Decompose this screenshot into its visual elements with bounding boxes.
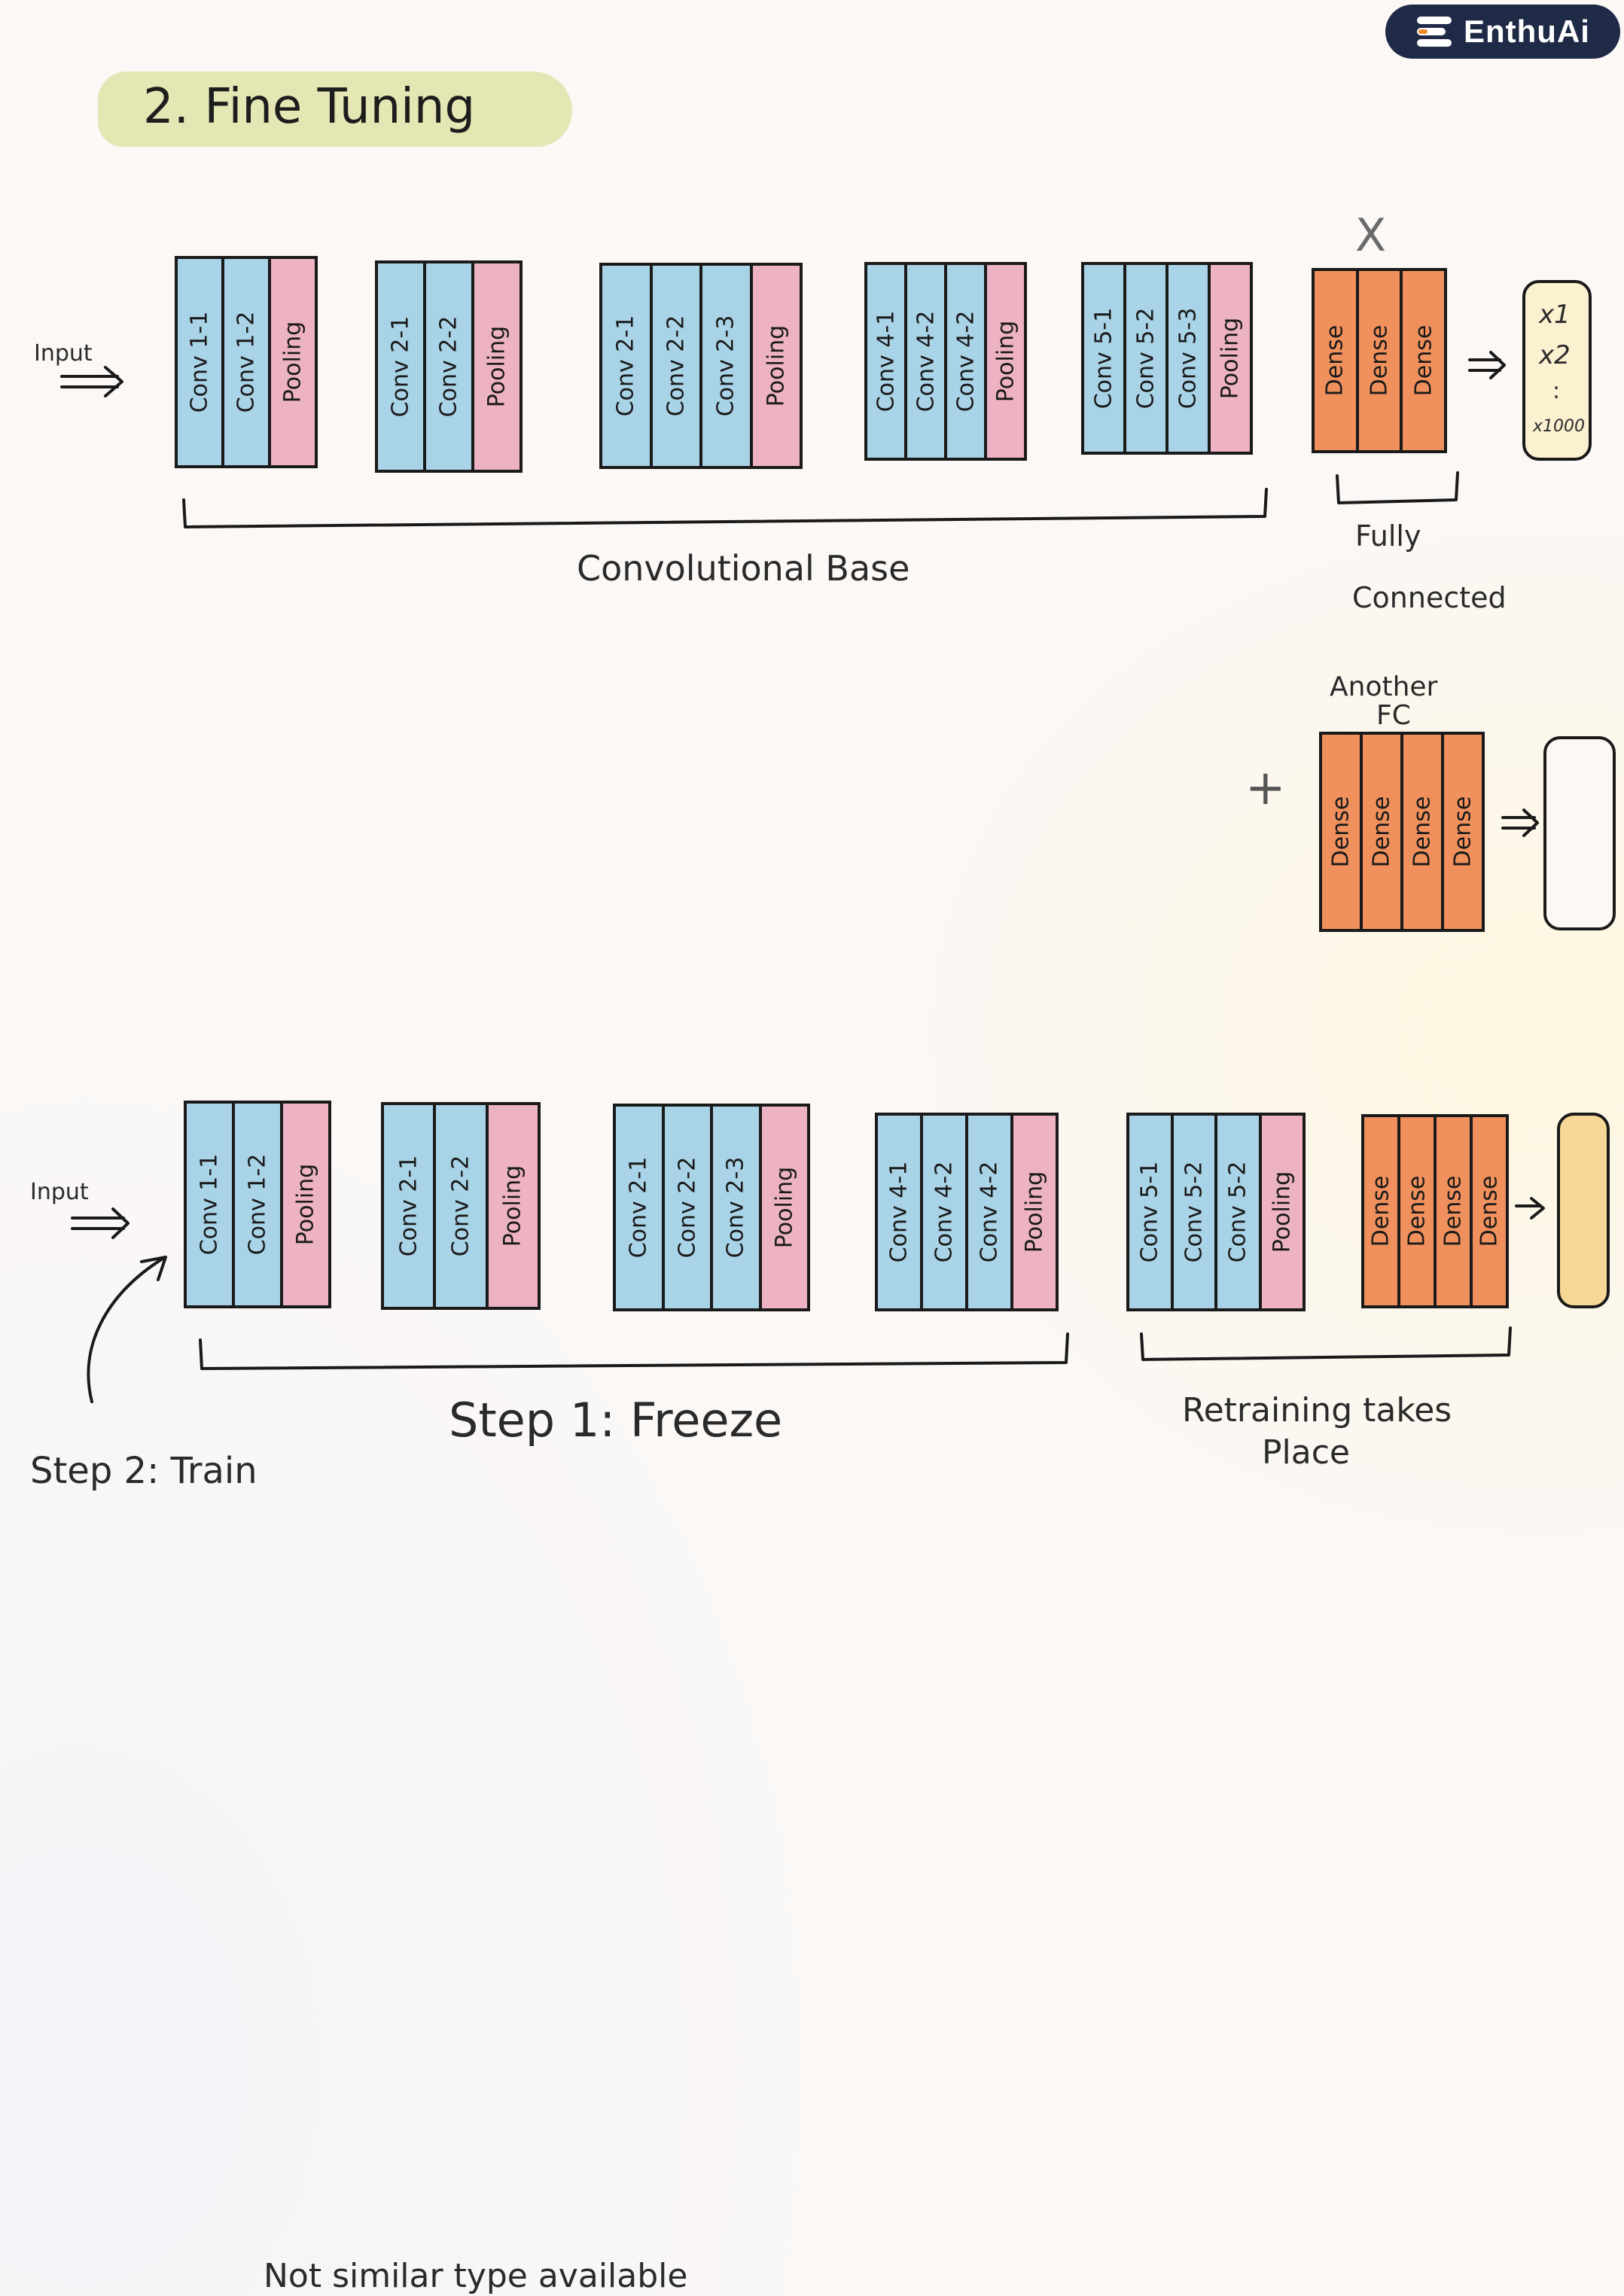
row1-block-5: Conv 5-1 Conv 5-2 Conv 5-3 Pooling: [1081, 262, 1253, 455]
row2-output-arrow: [1501, 808, 1539, 837]
layer: Conv 5-3: [1168, 265, 1211, 452]
row1-fc-block: Dense Dense Dense: [1312, 268, 1447, 453]
enthuai-logo-icon: [1417, 17, 1452, 47]
layer: Conv 2-2: [436, 1105, 489, 1307]
output-x1: x1: [1539, 300, 1571, 330]
row3-input-arrow: [71, 1207, 129, 1239]
conv-base-bracket: [182, 488, 1268, 528]
step2-train-label: Step 2: Train: [30, 1450, 257, 1492]
layer: Conv 2-1: [616, 1107, 665, 1308]
layer: Conv 5-1: [1129, 1116, 1174, 1308]
plus-sign: +: [1245, 760, 1286, 816]
row3-block-2: Conv 2-1 Conv 2-2 Pooling: [381, 1102, 541, 1310]
layer: Dense: [1473, 1117, 1506, 1305]
row1-block-1: Conv 1-1 Conv 1-2 Pooling: [175, 256, 318, 468]
layer: Conv 4-1: [867, 265, 907, 458]
layer: Conv 2-1: [378, 263, 426, 470]
another-label: Another: [1330, 671, 1438, 702]
convolutional-base-label: Convolutional Base: [577, 548, 910, 589]
retraining-bracket: [1140, 1326, 1512, 1361]
title-highlight: [98, 72, 572, 147]
fc-label: FC: [1376, 700, 1411, 731]
layer: Dense: [1444, 735, 1482, 929]
layer: Conv 1-1: [187, 1104, 235, 1305]
layer: Pooling: [752, 266, 800, 466]
place-label: Place: [1262, 1433, 1350, 1472]
layer: Conv 2-2: [426, 263, 474, 470]
retraining-label: Retraining takes: [1182, 1391, 1452, 1430]
row3-output-box: [1557, 1113, 1610, 1308]
row1-input-label: Input: [34, 340, 93, 367]
layer: Dense: [1315, 271, 1359, 450]
row3-input-label: Input: [30, 1179, 89, 1205]
layer: Conv 2-1: [602, 266, 653, 466]
row1-block-3: Conv 2-1 Conv 2-2 Conv 2-3 Pooling: [599, 263, 803, 469]
layer: Conv 5-2: [1217, 1116, 1262, 1308]
layer: Dense: [1403, 735, 1444, 929]
row1-block-2: Conv 2-1 Conv 2-2 Pooling: [375, 260, 523, 473]
layer: Dense: [1322, 735, 1363, 929]
layer: Conv 2-2: [652, 266, 702, 466]
layer: Conv 4-2: [947, 265, 987, 458]
step2-curved-arrow: [87, 1256, 167, 1403]
row3-block-1: Conv 1-1 Conv 1-2 Pooling: [184, 1101, 331, 1308]
layer: Dense: [1363, 735, 1403, 929]
layer: Conv 2-2: [664, 1107, 713, 1308]
row1-block-4: Conv 4-1 Conv 4-2 Conv 4-2 Pooling: [864, 262, 1027, 461]
layer: Conv 1-2: [224, 259, 271, 465]
layer: Dense: [1400, 1117, 1437, 1305]
layer: Dense: [1403, 271, 1445, 450]
row1-output-box: x1 x2 : x1000: [1522, 280, 1592, 461]
row3-output-arrow: [1515, 1197, 1545, 1220]
layer: Conv 2-1: [384, 1105, 437, 1307]
connected-label: Connected: [1352, 581, 1507, 614]
layer: Dense: [1364, 1117, 1400, 1305]
layer: Conv 2-3: [713, 1107, 762, 1308]
brand-name: EnthuAi: [1464, 14, 1590, 49]
freeze-bracket: [199, 1332, 1069, 1370]
layer: Pooling: [283, 1104, 328, 1305]
row1-fc-output-arrow: [1468, 351, 1506, 379]
layer: Pooling: [271, 259, 315, 465]
layer: Conv 4-2: [968, 1116, 1013, 1308]
layer: Conv 4-1: [878, 1116, 923, 1308]
layer: Pooling: [1211, 265, 1250, 452]
brand-badge: EnthuAi: [1385, 5, 1620, 59]
output-xn: x1000: [1533, 417, 1586, 436]
layer: Conv 4-2: [923, 1116, 968, 1308]
output-dots: :: [1552, 378, 1561, 404]
row2-output-box: [1543, 736, 1616, 930]
layer: Pooling: [1013, 1116, 1056, 1308]
layer: Conv 1-1: [178, 259, 224, 465]
layer: Conv 4-2: [907, 265, 947, 458]
layer: Conv 5-2: [1126, 265, 1168, 452]
row2-fc-block: Dense Dense Dense Dense: [1319, 732, 1485, 932]
layer: Dense: [1358, 271, 1403, 450]
row3-block-4: Conv 4-1 Conv 4-2 Conv 4-2 Pooling: [875, 1113, 1059, 1311]
layer: Conv 2-3: [702, 266, 753, 466]
layer: Pooling: [987, 265, 1024, 458]
layer: Dense: [1437, 1117, 1473, 1305]
row3-block-3: Conv 2-1 Conv 2-2 Conv 2-3 Pooling: [613, 1104, 810, 1311]
layer: Conv 5-1: [1084, 265, 1126, 452]
layer: Pooling: [761, 1107, 807, 1308]
step1-freeze-label: Step 1: Freeze: [449, 1393, 783, 1448]
fc-bracket: [1336, 471, 1459, 504]
cross-mark: X: [1355, 209, 1387, 262]
output-x2: x2: [1539, 340, 1571, 370]
row1-input-arrow: [60, 366, 123, 397]
footer-note: Not similar type available: [264, 2257, 688, 2295]
layer: Pooling: [474, 263, 519, 470]
layer: Pooling: [488, 1105, 538, 1307]
layer: Conv 5-2: [1173, 1116, 1217, 1308]
row3-block-5: Conv 5-1 Conv 5-2 Conv 5-2 Pooling: [1126, 1113, 1306, 1311]
page-title: 2. Fine Tuning: [143, 79, 476, 135]
row3-fc-block: Dense Dense Dense Dense: [1361, 1114, 1509, 1308]
layer: Conv 1-2: [235, 1104, 283, 1305]
fully-label: Fully: [1355, 519, 1421, 553]
layer: Pooling: [1261, 1116, 1303, 1308]
